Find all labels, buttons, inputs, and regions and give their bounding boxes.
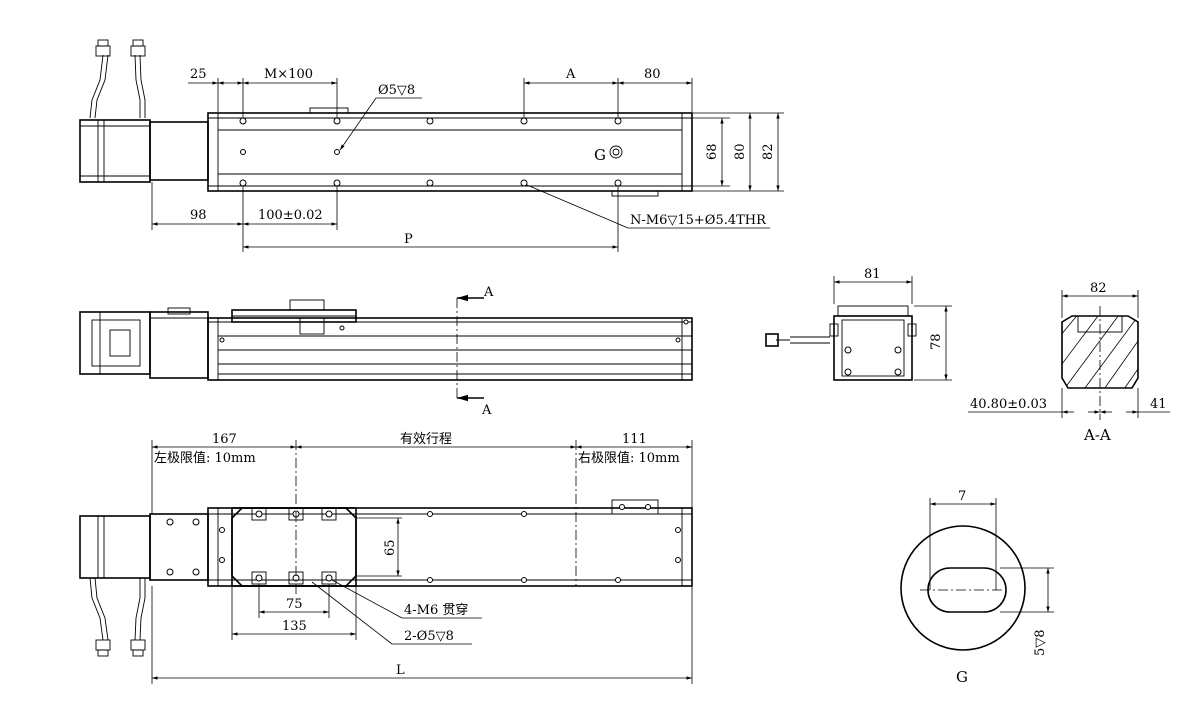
grease-nipple (609, 145, 623, 159)
side-view: A A (79, 285, 693, 418)
bottom-view: 167 有效行程 111 左极限值: 10mm 右极限值: 10mm 65 75… (79, 432, 693, 684)
section-mark-bottom: A (481, 403, 492, 418)
dim-41: 41 (1150, 397, 1167, 412)
module-body-side (207, 299, 693, 381)
dim-L: L (396, 663, 405, 678)
dim-7: 7 (958, 489, 966, 504)
mark-G: G (594, 146, 606, 164)
module-body-top (207, 107, 693, 197)
dim-75: 75 (286, 597, 303, 612)
end-view: 81 78 (765, 267, 952, 381)
section-marks: A A (456, 285, 494, 418)
label-right-limit: 右极限值: 10mm (578, 450, 680, 466)
note-phi5: 2-Ø5▽8 (404, 629, 454, 644)
hole (239, 117, 247, 125)
hole (520, 117, 528, 125)
detail-g-view: 7 5▽8 G (900, 489, 1054, 686)
detail-title: G (956, 668, 968, 686)
section-title: A-A (1083, 426, 1111, 444)
mounting-holes-top (239, 117, 623, 187)
dim-82: 82 (761, 143, 776, 160)
section-mark-top: A (483, 285, 494, 300)
dim-thread: N-M6▽15+Ø5.4THR (630, 213, 767, 228)
dim-80: 80 (644, 67, 661, 82)
dim-65: 65 (383, 539, 398, 556)
dim-98: 98 (190, 208, 207, 223)
dim-78: 78 (929, 333, 944, 350)
hole (333, 117, 341, 125)
dim-P: P (404, 232, 413, 247)
hole (426, 117, 434, 125)
label-left-limit: 左极限值: 10mm (154, 450, 256, 466)
hole (426, 179, 434, 187)
slider-holes-bottom (251, 440, 577, 596)
section-view: 82 40.80±0.03 41 A-A (968, 281, 1170, 444)
dim-A: A (565, 67, 576, 82)
motor-top (79, 119, 209, 183)
top-dimensions: 25 M×100 Ø5▽8 A 80 G 68 80 82 (151, 67, 784, 252)
dim-depth: 5▽8 (1033, 629, 1048, 656)
label-stroke: 有效行程 (400, 432, 452, 447)
dim-40: 40.80±0.03 (970, 397, 1047, 412)
dim-pitch: M×100 (264, 67, 313, 82)
dim-111: 111 (622, 432, 647, 447)
dim-167: 167 (212, 432, 237, 447)
hole (334, 149, 340, 155)
dim-25: 25 (190, 67, 207, 82)
hole (614, 179, 622, 187)
motor-bottom (79, 513, 209, 581)
dim-68: 68 (705, 143, 720, 160)
hole (333, 179, 341, 187)
dim-80-side: 80 (733, 143, 748, 160)
dim-135: 135 (282, 619, 307, 634)
dim-81: 81 (864, 267, 881, 282)
dim-82-section: 82 (1090, 281, 1107, 296)
top-view: 25 M×100 Ø5▽8 A 80 G 68 80 82 (79, 39, 784, 252)
note-m6: 4-M6 贯穿 (404, 602, 468, 618)
module-body-bottom (207, 499, 693, 587)
hole (240, 149, 246, 155)
dim-100: 100±0.02 (258, 208, 323, 223)
hole (239, 179, 247, 187)
motor-side (79, 307, 209, 379)
dim-phi5: Ø5▽8 (378, 83, 415, 98)
bottom-dimensions: 167 有效行程 111 左极限值: 10mm 右极限值: 10mm 65 75… (151, 432, 693, 684)
hole (520, 179, 528, 187)
motor-cables-bottom (89, 577, 146, 657)
motor-cables-top (89, 39, 146, 119)
hole (614, 117, 622, 125)
